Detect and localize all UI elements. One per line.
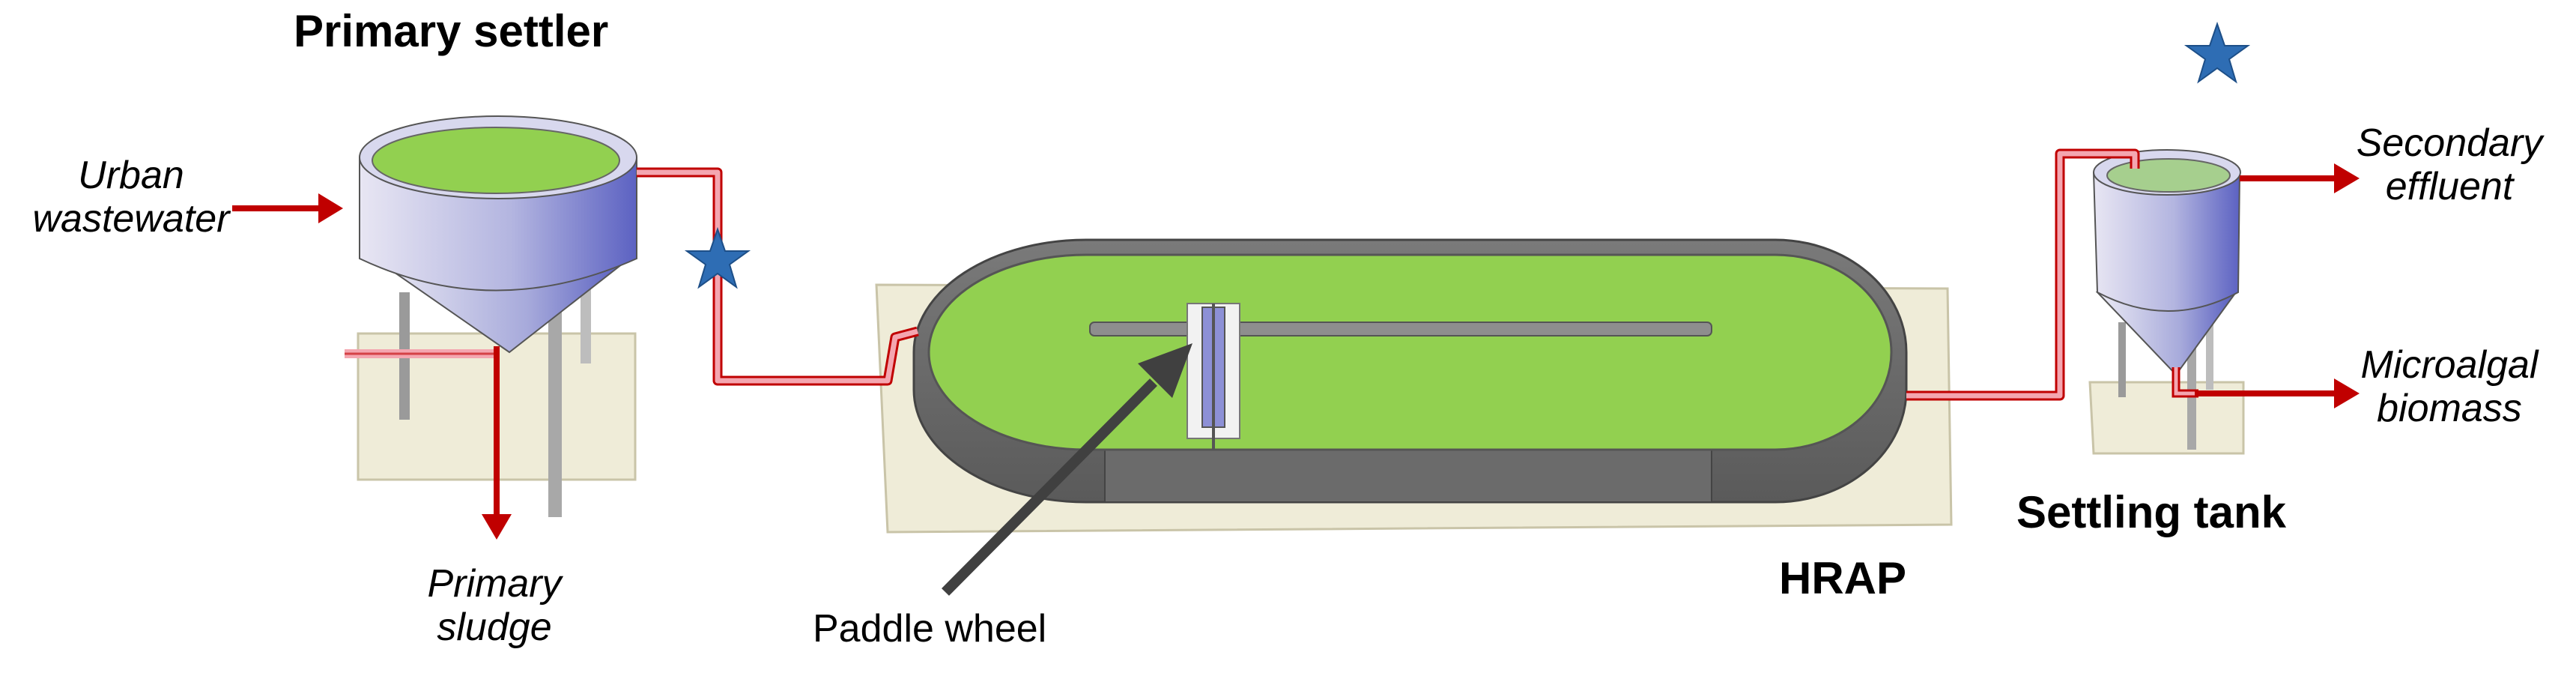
label-line: Primary	[427, 562, 562, 606]
hrap-water	[927, 253, 1893, 451]
hrap-label: HRAP	[1779, 553, 1907, 603]
label-line: Secondary	[2356, 121, 2543, 165]
paddle-wheel-label: Paddle wheel	[813, 607, 1047, 651]
tank-leg	[2118, 322, 2126, 397]
primary-settler	[345, 115, 637, 517]
flow-arrows	[232, 163, 2360, 596]
star-icon	[2183, 21, 2251, 84]
secondary-effluent-label: Secondary effluent	[2337, 121, 2562, 208]
microalgal-biomass-arrow	[2195, 378, 2360, 408]
settler-leg	[548, 300, 562, 517]
sampling-stars	[684, 21, 2251, 289]
star-icon	[684, 226, 751, 289]
primary-sludge-label: Primary sludge	[397, 562, 592, 649]
paddle-wheel-graphic	[1187, 303, 1240, 450]
tank-leg	[2206, 307, 2213, 390]
urban-wastewater-label: Urban wastewater	[30, 154, 232, 241]
microalgal-biomass-label: Microalgal biomass	[2337, 343, 2562, 430]
settling-tank	[2088, 149, 2245, 455]
label-line: biomass	[2377, 387, 2522, 431]
primary-sludge-arrow	[482, 346, 512, 540]
primary-settler-label: Primary settler	[294, 6, 609, 56]
urban-wastewater-arrow	[232, 193, 343, 223]
tank-cylinder	[2092, 172, 2241, 312]
label-line: wastewater	[32, 197, 230, 241]
pipe-settler-to-hrap	[637, 167, 919, 386]
settling-tank-label: Settling tank	[2016, 487, 2287, 537]
tank-water	[2106, 158, 2231, 193]
pipes	[637, 148, 2198, 401]
settler-water	[372, 127, 620, 194]
settler-leg	[581, 285, 591, 363]
label-line: sludge	[437, 606, 552, 650]
label-line: effluent	[2385, 165, 2514, 209]
label-line: Urban	[78, 154, 184, 197]
hrap	[875, 238, 1953, 534]
label-line: Microalgal	[2360, 343, 2539, 387]
hrap-divider-wall	[1089, 322, 1712, 337]
secondary-effluent-arrow	[2240, 163, 2360, 193]
paddle-wheel-pointer-arrow	[942, 343, 1192, 596]
